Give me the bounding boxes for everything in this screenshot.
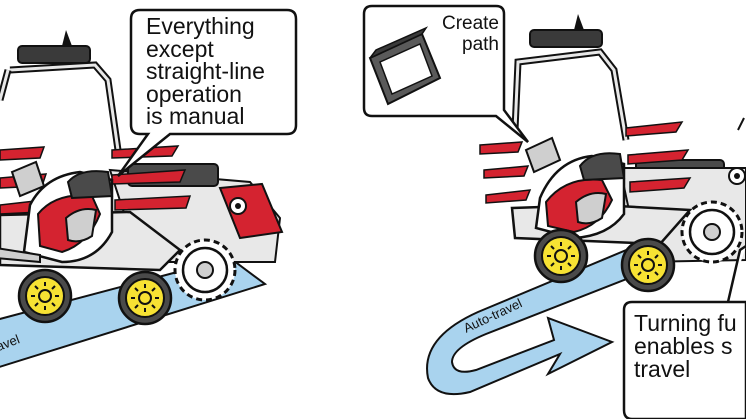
callout-mid-line: Create [441,13,499,34]
callout-mid-line: path [462,33,499,55]
callout-left-line: except [146,35,214,62]
callout-mid-text: Create path [419,13,499,56]
callout-left-line: straight-line [146,58,265,85]
callout-left-line: operation [146,80,242,107]
rice-transplanter-left [0,30,284,326]
callout-left-bubble [116,8,298,177]
callout-right-line: enables s [634,333,733,359]
callout-left-line: is manual [146,103,245,130]
callout-right-line: travel [634,356,691,382]
path-uturn-right [426,236,672,396]
callout-right-text: Turning fu enables s travel [634,312,746,381]
callout-right-line: Turning fu [634,310,737,336]
callout-left-text: Everything except straight-line operatio… [146,15,296,128]
callout-left-line: Everything [146,13,255,39]
rice-transplanter-right [479,14,746,293]
tablet-terminal-icon [368,26,442,106]
